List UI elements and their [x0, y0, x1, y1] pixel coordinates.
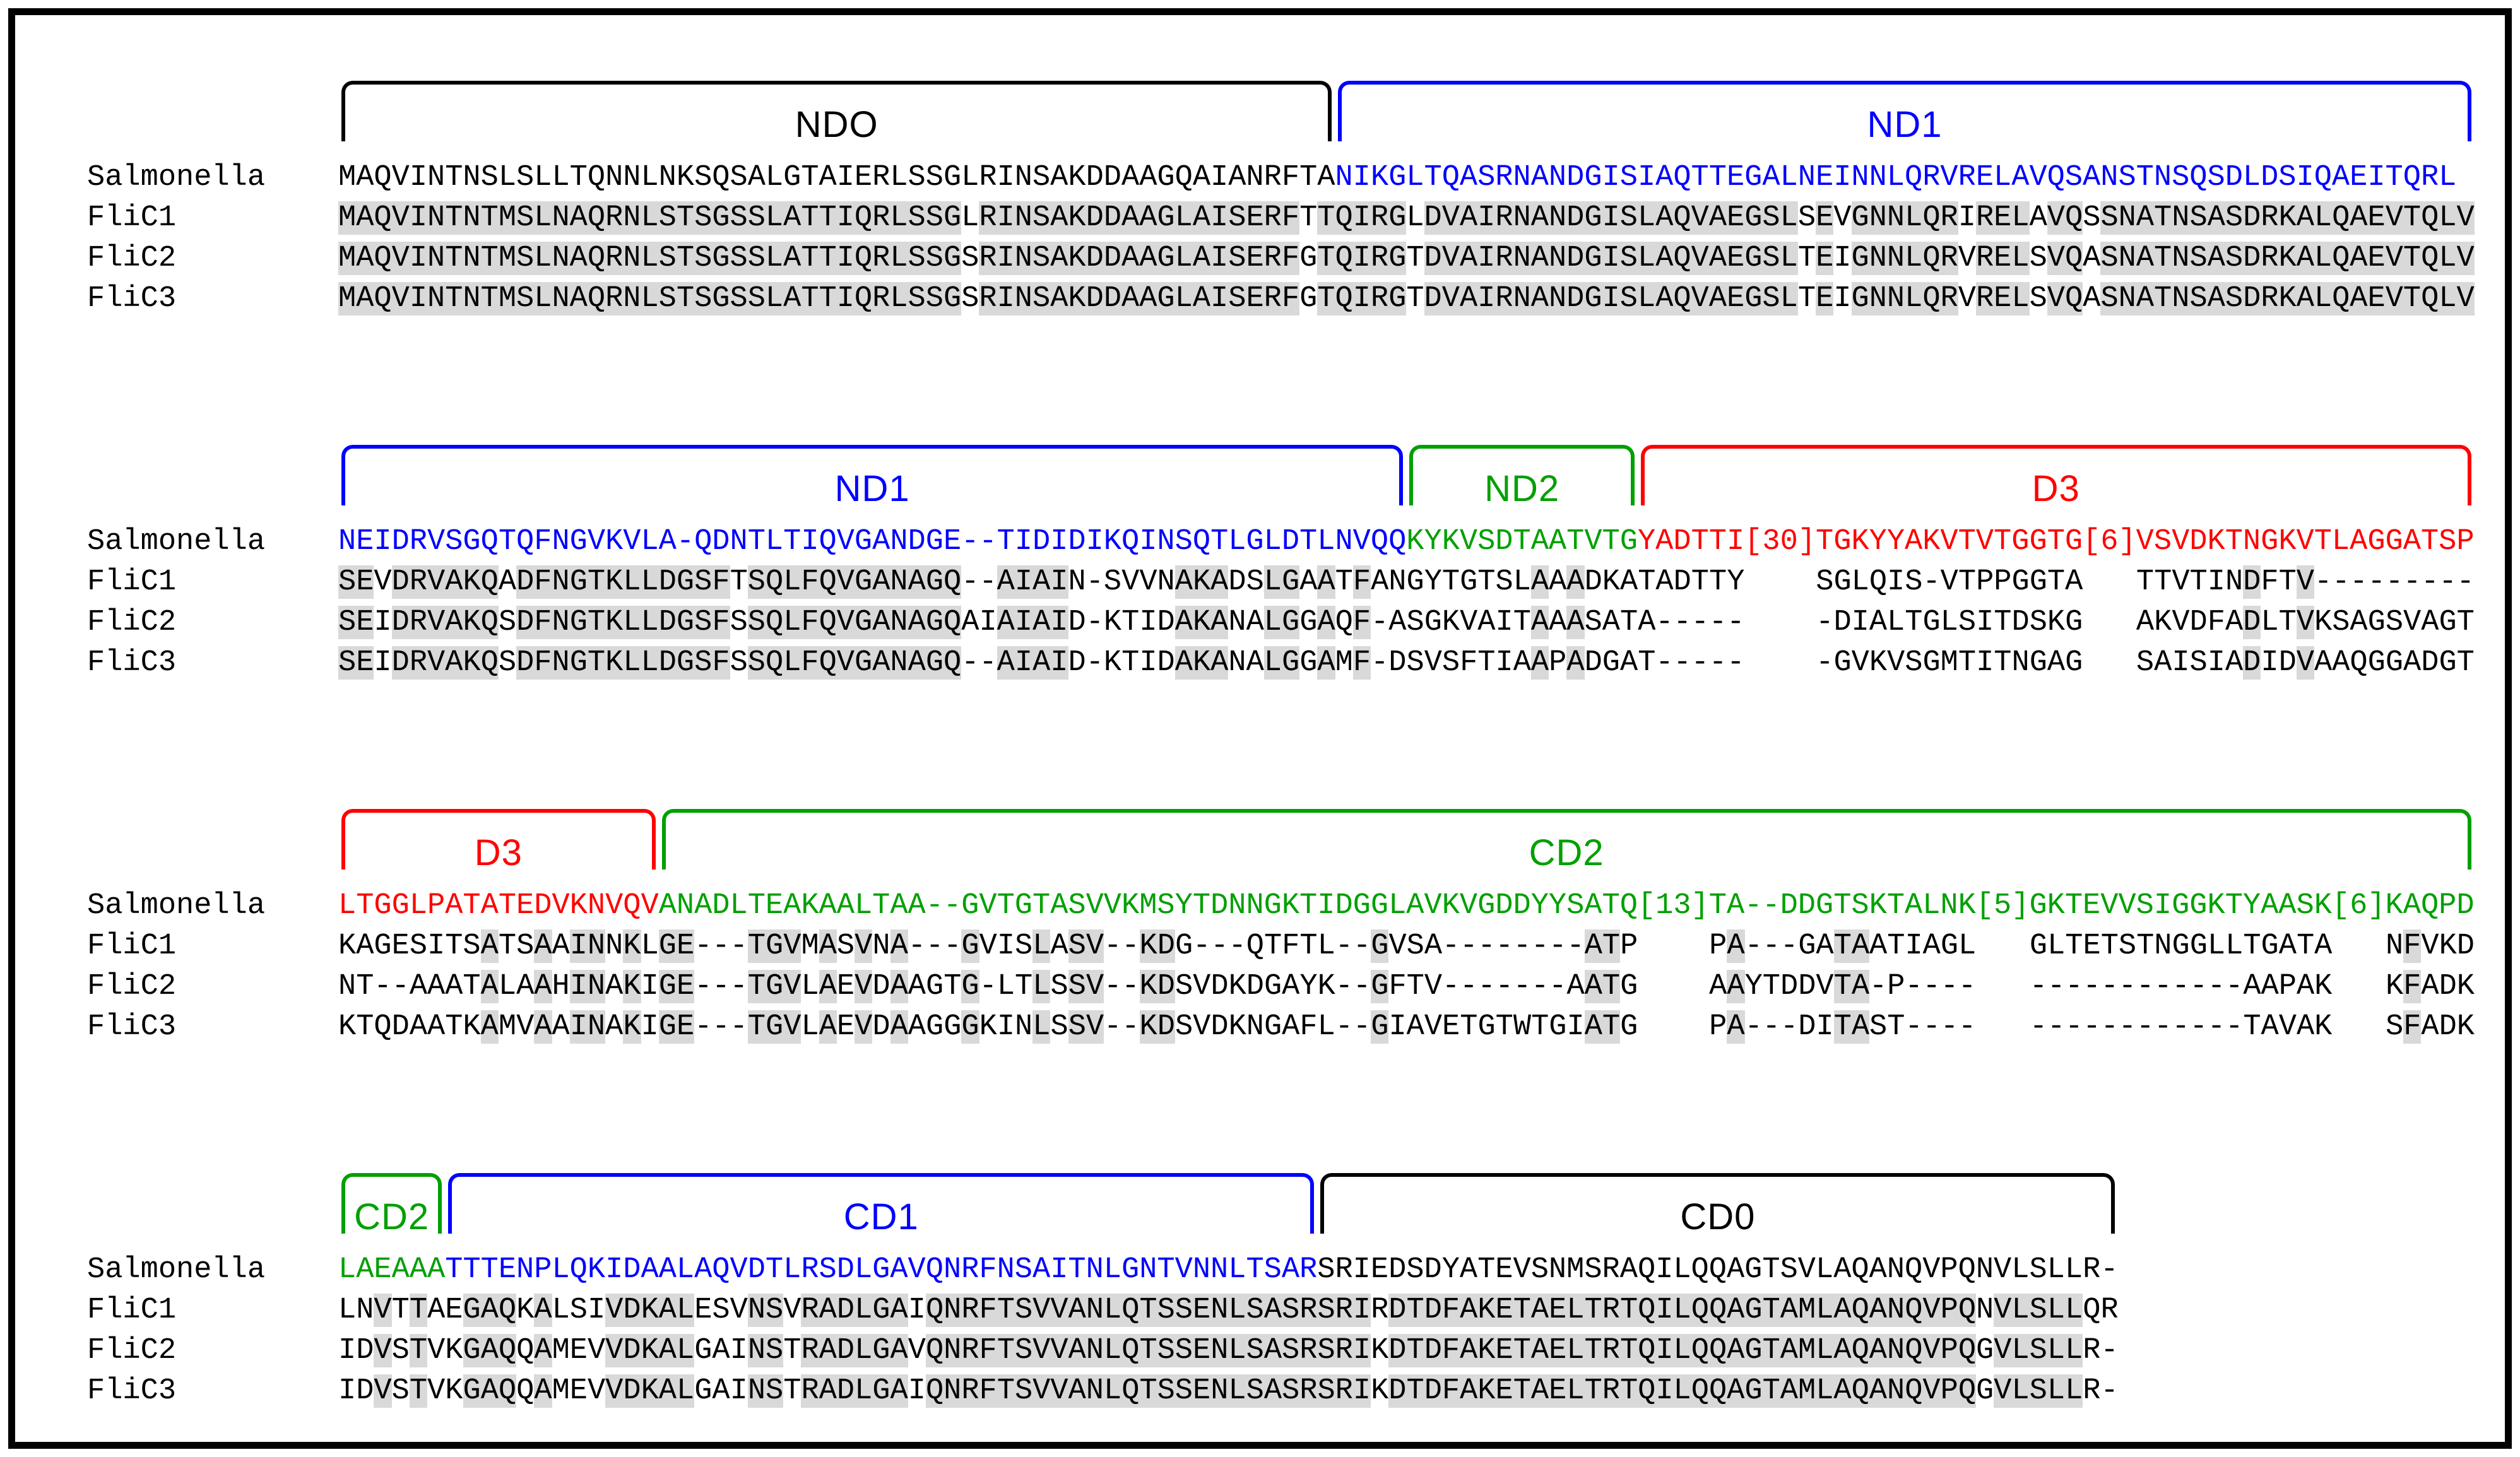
sequence-text-flic3: IDVSTVKGAQQAMEVVDKALGAINSTRADLGAIQNRFTSV…: [338, 1374, 2119, 1408]
sequence-text-flic1: KAGESITSATSAAINNKLGE---TGVMASVNA---GVISL…: [338, 929, 2475, 963]
domain-label-d3: D3: [474, 832, 523, 873]
sequence-text-salmonella: LAEAAATTTENPLQKIDAALAQVDTLRSDLGAVQNRFNSA…: [338, 1253, 2119, 1287]
domain-bracket-layer: NDO ND1: [338, 81, 2505, 158]
sequence-row-flic1: FliC1 KAGESITSATSAAINNKLGE---TGVMASVNA---…: [15, 926, 2505, 967]
domain-label-d3: D3: [2032, 468, 2080, 509]
row-label-salmonella: Salmonella: [87, 889, 266, 923]
row-label-flic1: FliC1: [87, 201, 177, 235]
domain-label-nd1: ND1: [834, 468, 910, 509]
row-label-salmonella: Salmonella: [87, 525, 266, 558]
sequence-text-flic1: LNVTTAEGAQKALSIVDKALESVNSVRADLGAIQNRFTSV…: [338, 1294, 2119, 1327]
row-label-flic1: FliC1: [87, 1294, 177, 1327]
sequence-row-flic2: FliC2 IDVSTVKGAQQAMEVVDKALGAINSTRADLGAVQN…: [15, 1331, 2505, 1371]
domain-label-cd0: CD0: [1680, 1196, 1756, 1237]
domain-bracket-d3: D3: [341, 809, 656, 873]
sequence-text-flic2: SEIDRVAKQSDFNGTKLLDGSFSSQLFQVGANAGQAIAIA…: [338, 606, 2475, 639]
sequence-row-flic2: FliC2 MAQVINTNTMSLNAQRNLSTSGSSLATTIQRLSSG…: [15, 239, 2505, 279]
row-label-salmonella: Salmonella: [87, 161, 266, 194]
domain-label-nd2: ND2: [1484, 468, 1560, 509]
sequence-row-salmonella: Salmonella LTGGLPATATEDVKNVQVANADLTEAKAAL…: [15, 886, 2505, 926]
row-label-flic2: FliC2: [87, 1334, 177, 1367]
row-label-flic3: FliC3: [87, 1010, 177, 1044]
sequence-text-flic1: MAQVINTNTMSLNAQRNLSTSGSSLATTIQRLSSGLRINS…: [338, 201, 2475, 235]
row-label-flic1: FliC1: [87, 565, 177, 599]
domain-bracket-nd1: ND1: [1338, 81, 2471, 145]
row-label-flic2: FliC2: [87, 242, 177, 275]
domain-label-cd1: CD1: [843, 1196, 919, 1237]
row-label-flic2: FliC2: [87, 970, 177, 1003]
sequence-text-salmonella: LTGGLPATATEDVKNVQVANADLTEAKAALTAA--GVTGT…: [338, 889, 2475, 923]
sequence-text-flic2: MAQVINTNTMSLNAQRNLSTSGSSLATTIQRLSSGSRINS…: [338, 242, 2475, 275]
domain-bracket-cd2: CD2: [661, 809, 2471, 873]
sequence-row-flic2: FliC2 SEIDRVAKQSDFNGTKLLDGSFSSQLFQVGANAGQ…: [15, 603, 2505, 643]
sequence-text-flic1: SEVDRVAKQADFNGTKLLDGSFTSQLFQVGANAGQ--AIA…: [338, 565, 2475, 599]
domain-bracket-nd1: ND1: [341, 445, 1404, 509]
sequence-text-flic2: NT--AAATALAAHINAKIGE---TGVLAEVDAAGTG-LTL…: [338, 970, 2475, 1003]
domain-label-cd2: CD2: [1529, 832, 1604, 873]
sequence-row-flic3: FliC3 MAQVINTNTMSLNAQRNLSTSGSSLATTIQRLSSG…: [15, 279, 2505, 319]
sequence-text-salmonella: MAQVINTNSLSLLTQNNLNKSQSALGTAIERLSSGLRINS…: [338, 161, 2457, 194]
sequence-row-salmonella: Salmonella MAQVINTNSLSLLTQNNLNKSQSALGTAIE…: [15, 158, 2505, 198]
domain-bracket-cd2: CD2: [341, 1173, 442, 1237]
domain-label-nd1: ND1: [1867, 104, 1943, 145]
domain-bracket-ndo: NDO: [341, 81, 1332, 145]
sequence-text-flic3: KTQDAATKAMVAAINAKIGE---TGVLAEVDAAGGGKINL…: [338, 1010, 2475, 1044]
domain-bracket-d3: D3: [1640, 445, 2471, 509]
sequence-text-flic3: MAQVINTNTMSLNAQRNLSTSGSSLATTIQRLSSGSRINS…: [338, 282, 2475, 316]
sequence-row-flic3: FliC3 KTQDAATKAMVAAINAKIGE---TGVLAEVDAAGG…: [15, 1007, 2505, 1047]
domain-bracket-layer: ND1 ND2 D3: [338, 445, 2505, 522]
sequence-text-flic3: SEIDRVAKQSDFNGTKLLDGSFSSQLFQVGANAGQ--AIA…: [338, 646, 2475, 680]
sequence-text-salmonella: NEIDRVSGQTQFNGVKVLA-QDNTLTIQVGANDGE--TID…: [338, 525, 2475, 558]
sequence-row-flic1: FliC1 MAQVINTNTMSLNAQRNLSTSGSSLATTIQRLSSG…: [15, 198, 2505, 239]
domain-bracket-layer: D3 CD2: [338, 809, 2505, 886]
domain-label-cd2: CD2: [354, 1196, 430, 1237]
sequence-row-flic2: FliC2 NT--AAATALAAHINAKIGE---TGVLAEVDAAGT…: [15, 967, 2505, 1007]
row-label-flic3: FliC3: [87, 646, 177, 680]
sequence-row-flic1: FliC1 SEVDRVAKQADFNGTKLLDGSFTSQLFQVGANAGQ…: [15, 562, 2505, 603]
domain-bracket-cd0: CD0: [1320, 1173, 2115, 1237]
row-label-flic2: FliC2: [87, 606, 177, 639]
sequence-row-salmonella: Salmonella LAEAAATTTENPLQKIDAALAQVDTLRSDL…: [15, 1250, 2505, 1290]
sequence-row-flic3: FliC3 SEIDRVAKQSDFNGTKLLDGSFSSQLFQVGANAGQ…: [15, 643, 2505, 683]
row-label-flic3: FliC3: [87, 1374, 177, 1408]
row-label-flic1: FliC1: [87, 929, 177, 963]
sequence-row-salmonella: Salmonella NEIDRVSGQTQFNGVKVLA-QDNTLTIQVG…: [15, 522, 2505, 562]
row-label-salmonella: Salmonella: [87, 1253, 266, 1287]
sequence-row-flic3: FliC3 IDVSTVKGAQQAMEVVDKALGAINSTRADLGAIQN…: [15, 1371, 2505, 1412]
sequence-text-flic2: IDVSTVKGAQQAMEVVDKALGAINSTRADLGAVQNRFTSV…: [338, 1334, 2119, 1367]
domain-bracket-nd2: ND2: [1409, 445, 1635, 509]
row-label-flic3: FliC3: [87, 282, 177, 316]
domain-bracket-cd1: CD1: [448, 1173, 1315, 1237]
domain-bracket-layer: CD2 CD1 CD0: [338, 1173, 2505, 1250]
sequence-row-flic1: FliC1 LNVTTAEGAQKALSIVDKALESVNSVRADLGAIQN…: [15, 1290, 2505, 1331]
domain-label-ndo: NDO: [795, 104, 878, 145]
